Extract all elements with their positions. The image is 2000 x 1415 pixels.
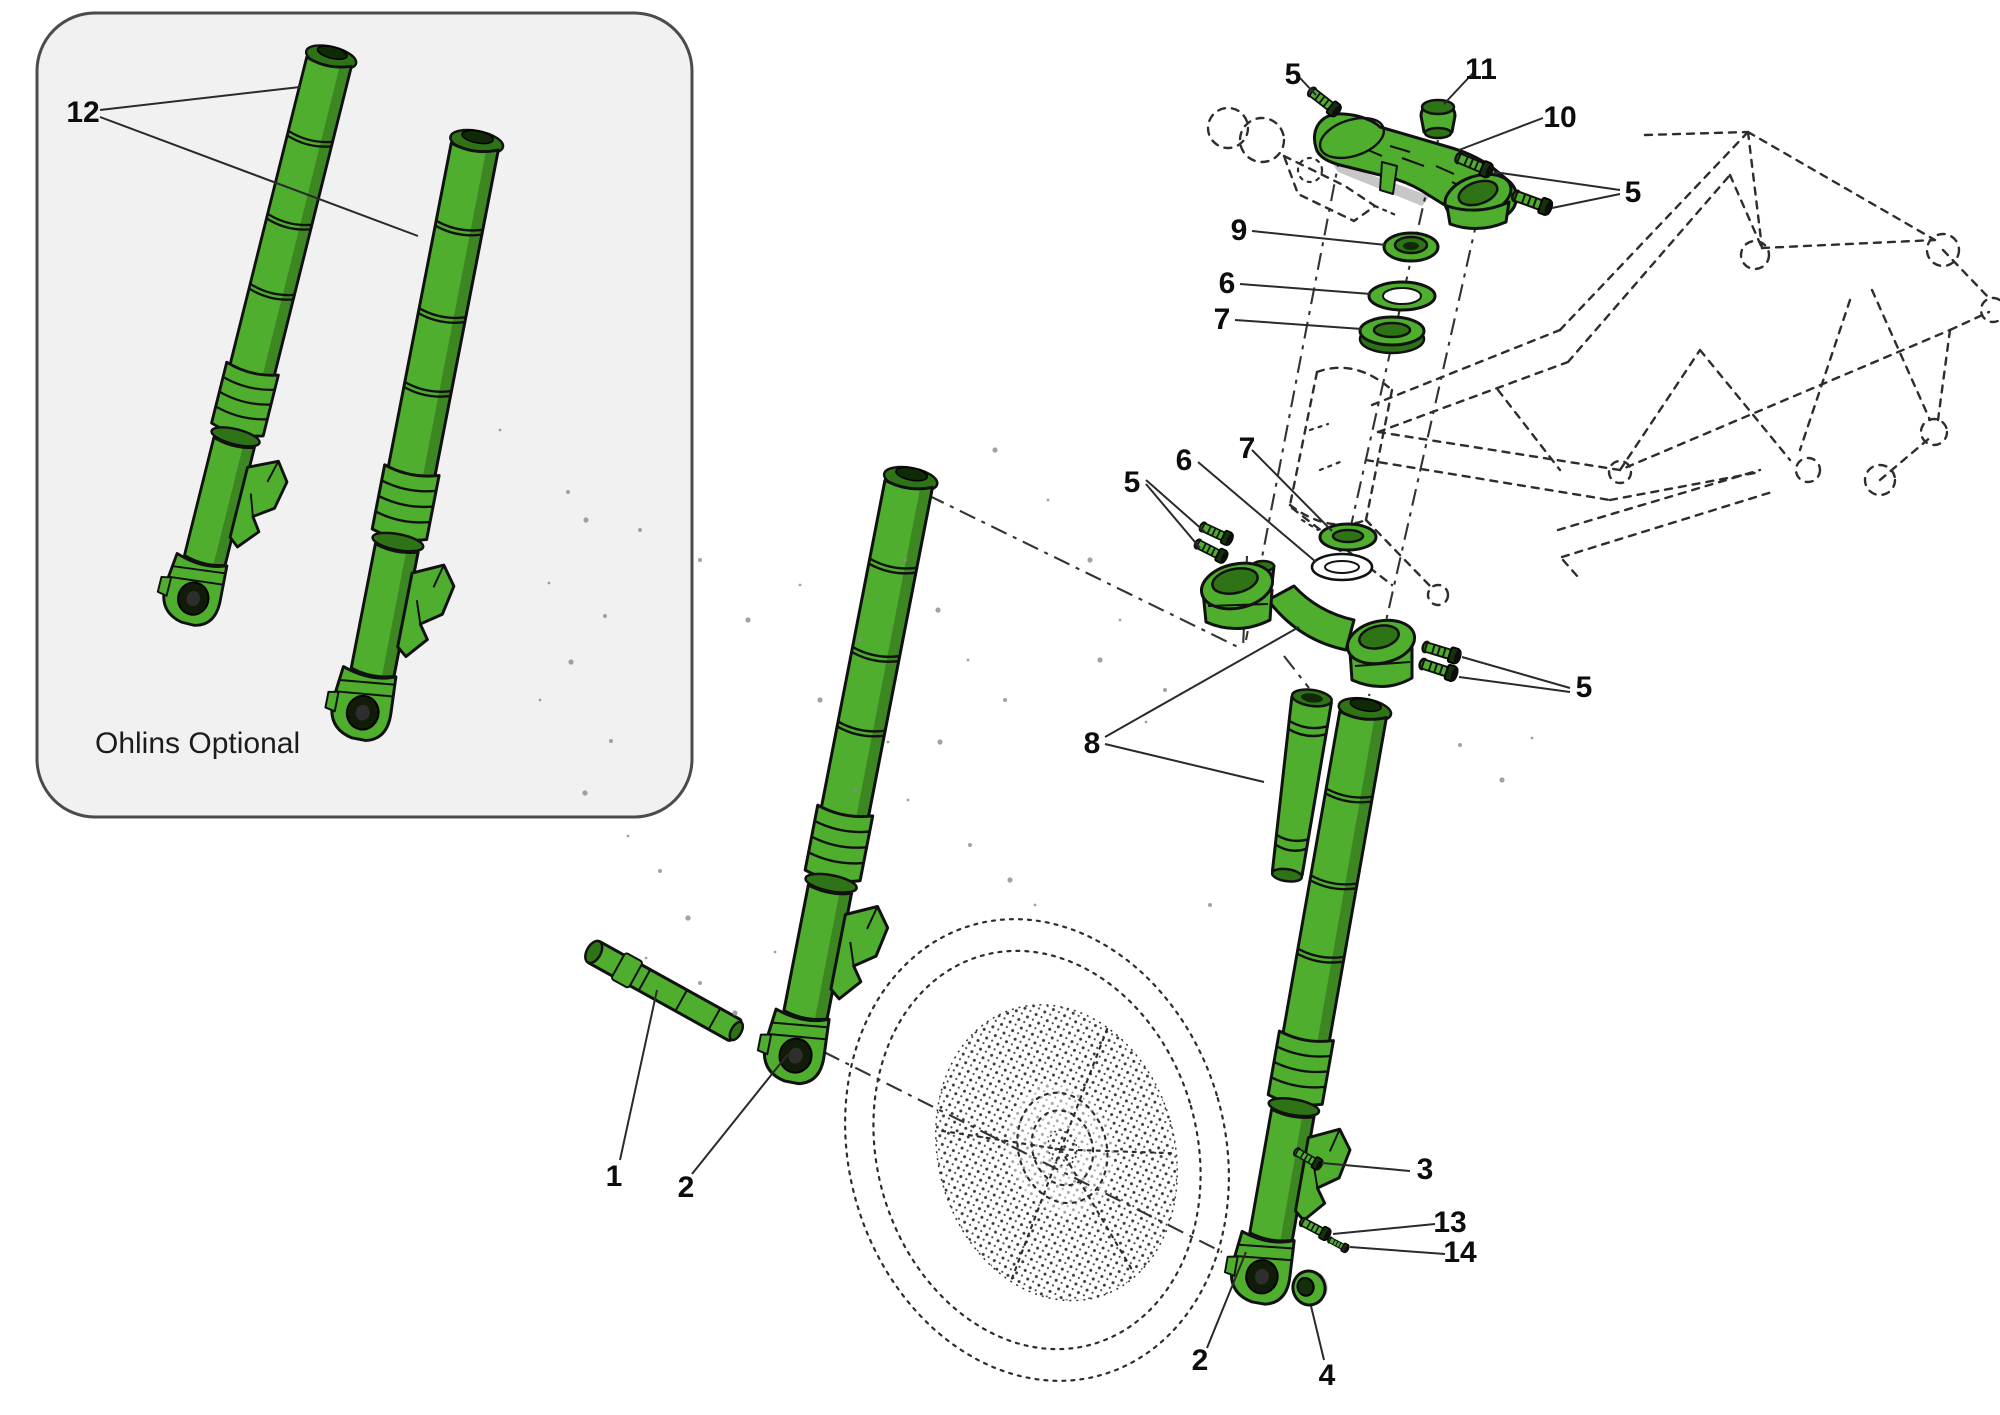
washer-6-lower [1310,552,1374,582]
noise-dot [685,915,691,921]
fork-leg-left [751,458,977,1097]
noise-dot [906,798,910,802]
noise-dot [853,788,857,792]
noise-dot [937,739,943,745]
noise-dot [886,740,890,744]
halftone-noise [498,428,1534,1016]
noise-dot [903,558,907,562]
frame-ghost [1288,130,2000,607]
axle-nut-4 [1291,1269,1328,1307]
noise-dot [992,447,998,453]
noise-dot [698,558,702,562]
noise-dot [626,834,630,838]
noise-dot [1118,618,1122,622]
callout-2: 2 [1192,1344,1209,1377]
noise-dot [1087,557,1093,563]
noise-dot [1458,743,1462,747]
noise-dot [603,614,607,618]
noise-dot [1530,736,1534,740]
noise-dot [538,698,542,702]
noise-dot [1033,903,1037,907]
callout-13: 13 [1433,1206,1466,1239]
callout-11: 11 [1465,53,1497,86]
noise-dot [547,581,551,585]
washer-6 [1367,280,1437,312]
bolt-14 [1325,1234,1352,1255]
noise-dot [568,659,574,665]
callout-10: 10 [1543,101,1576,134]
callout-3: 3 [1417,1153,1434,1186]
noise-dot [1046,498,1050,502]
noise-dot [609,739,613,743]
noise-dot [698,981,702,985]
noise-dot [1144,720,1148,724]
noise-dot [745,617,751,623]
callout-8: 8 [1084,727,1101,760]
bearing-7-lower [1318,522,1378,552]
inset-box [35,11,694,819]
noise-dot [566,490,570,494]
noise-dot [1097,657,1103,663]
bolt-13 [1296,1214,1335,1244]
top-triple-clamp [1313,98,1518,230]
fork-leg-right [1219,690,1430,1316]
noise-dot [583,517,589,523]
noise-dot [1007,877,1013,883]
handlebar-ghost [1206,106,1400,223]
noise-dot [1499,777,1505,783]
callout-12: 12 [66,96,99,129]
callout-6: 6 [1176,444,1193,477]
noise-dot [658,869,662,873]
callout-7: 7 [1239,432,1256,465]
noise-dot [582,790,588,796]
callout-7: 7 [1214,303,1231,336]
callout-5: 5 [1285,58,1302,91]
noise-dot [966,658,970,662]
noise-dot [798,583,802,587]
callout-5: 5 [1124,466,1141,499]
noise-dot [644,956,648,960]
bearing-7 [1358,315,1426,355]
noise-dot [1003,698,1007,702]
callout-2: 2 [678,1171,695,1204]
noise-dot [498,428,502,432]
callout-14: 14 [1443,1236,1477,1269]
wheel-ghost [844,918,1230,1382]
noise-dot [817,697,823,703]
callout-12-leaders [99,86,419,237]
noise-dot [773,950,777,954]
callout-9: 9 [1231,214,1248,247]
front-axle [584,939,745,1042]
noise-dot [935,607,941,613]
noise-dot [858,638,862,642]
noise-dot [1163,688,1167,692]
steering-stem-nut [1419,98,1457,140]
noise-dot [732,1010,738,1016]
callout-5: 5 [1625,176,1642,209]
lower-triple-clamp [1199,559,1417,689]
callout-4: 4 [1319,1359,1336,1392]
noise-dot [1208,903,1212,907]
callout-5: 5 [1576,671,1593,704]
steering-stem [1270,688,1333,883]
callout-1: 1 [606,1160,623,1193]
noise-dot [638,528,642,532]
noise-dot [968,843,972,847]
inset-caption: Ohlins Optional [95,727,300,760]
bolt-5-top-right-2 [1508,186,1557,218]
callout-6: 6 [1219,267,1236,300]
dust-seal-9 [1382,231,1440,263]
leader-lines [619,71,1621,1361]
